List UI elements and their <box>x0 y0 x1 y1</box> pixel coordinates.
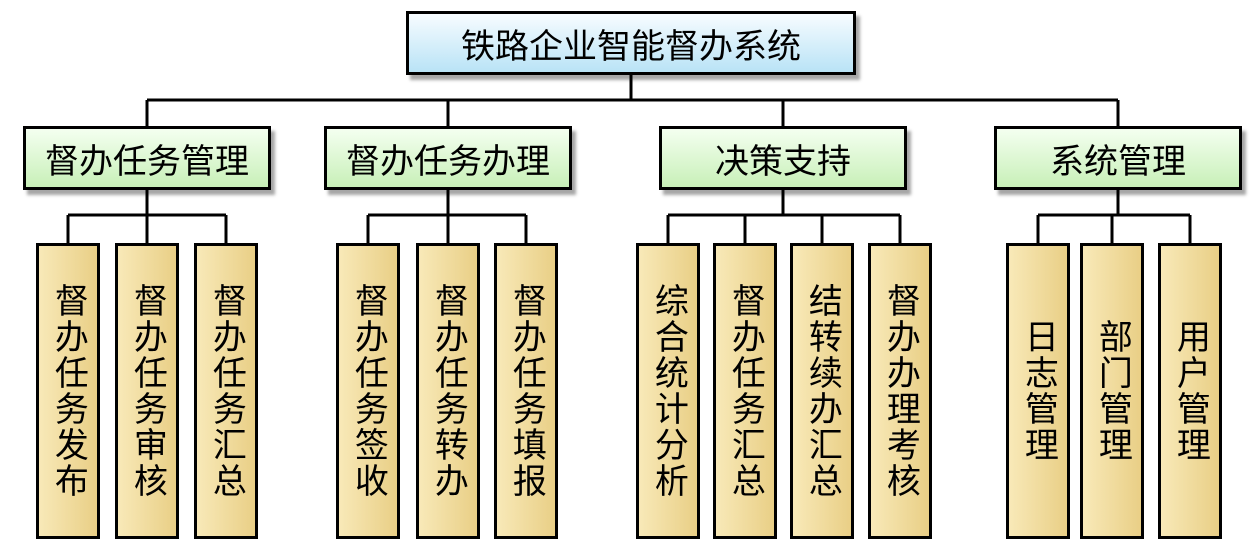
leaf-label: 督办任务汇总 <box>206 283 247 499</box>
leaf-label: 督办任务汇总 <box>725 283 766 499</box>
root-node-title: 铁路企业智能督办系统 <box>406 11 856 75</box>
module-label: 决策支持 <box>715 141 851 182</box>
leaf-task-transfer: 督办任务转办 <box>416 243 480 539</box>
leaf-label: 督办任务发布 <box>48 283 89 499</box>
leaf-stats-analysis: 综合统计分析 <box>636 243 700 539</box>
leaf-task-fill: 督办任务填报 <box>494 243 558 539</box>
leaf-label: 日志管理 <box>1018 319 1059 463</box>
leaf-label: 督办任务填报 <box>506 283 547 499</box>
module-decision-support: 决策支持 <box>659 126 907 190</box>
leaf-label: 部门管理 <box>1092 319 1133 463</box>
root-title-text: 铁路企业智能督办系统 <box>461 26 801 67</box>
leaf-label: 用户管理 <box>1170 319 1211 463</box>
leaf-department-management: 部门管理 <box>1080 243 1144 539</box>
leaf-label: 综合统计分析 <box>648 283 689 499</box>
leaf-task-summary-2: 督办任务汇总 <box>713 243 777 539</box>
module-label: 系统管理 <box>1050 141 1186 182</box>
leaf-task-signoff: 督办任务签收 <box>336 243 400 539</box>
leaf-label: 督办任务签收 <box>348 283 389 499</box>
module-task-management: 督办任务管理 <box>23 126 271 190</box>
leaf-task-summary: 督办任务汇总 <box>194 243 258 539</box>
leaf-label: 督办办理考核 <box>880 283 921 499</box>
leaf-label: 督办任务转办 <box>428 283 469 499</box>
leaf-log-management: 日志管理 <box>1006 243 1070 539</box>
module-task-handling: 督办任务办理 <box>324 126 572 190</box>
leaf-label: 结转续办汇总 <box>802 283 843 499</box>
module-system-management: 系统管理 <box>994 126 1242 190</box>
module-label: 督办任务办理 <box>346 141 550 182</box>
leaf-label: 督办任务审核 <box>127 283 168 499</box>
module-label: 督办任务管理 <box>45 141 249 182</box>
leaf-task-review: 督办任务审核 <box>115 243 179 539</box>
leaf-carryover-summary: 结转续办汇总 <box>790 243 854 539</box>
leaf-assessment: 督办办理考核 <box>868 243 932 539</box>
leaf-task-publish: 督办任务发布 <box>36 243 100 539</box>
leaf-user-management: 用户管理 <box>1158 243 1222 539</box>
